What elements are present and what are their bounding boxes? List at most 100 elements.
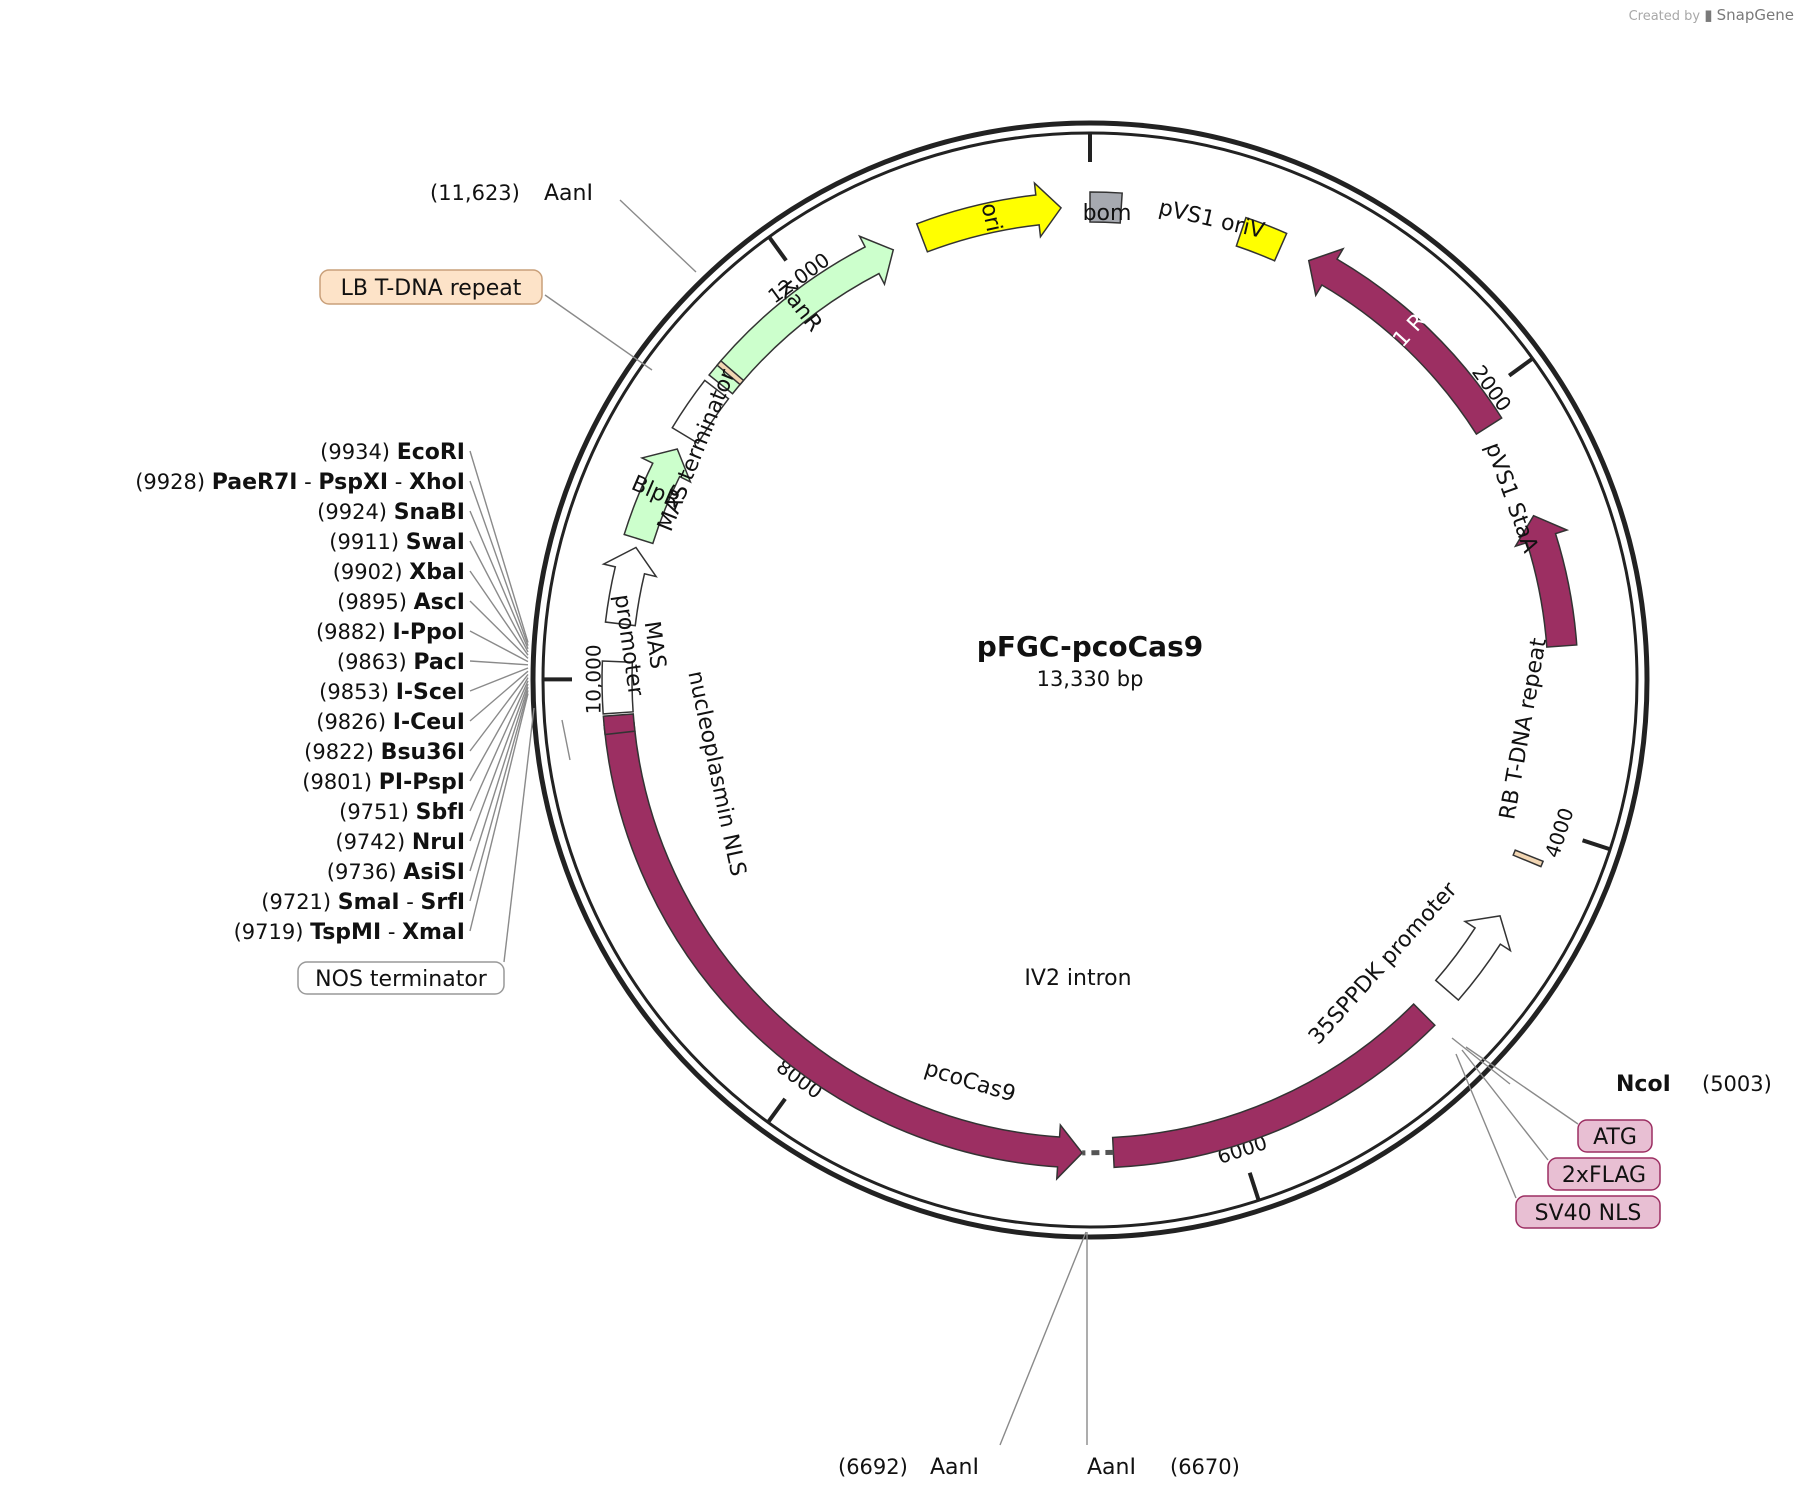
site-aani-bottom-2: AanI (6670) xyxy=(1087,1455,1240,1480)
credit-prefix: Created by xyxy=(1628,9,1701,24)
site-name: PspXI xyxy=(318,470,388,495)
site-name: XmaI xyxy=(402,920,465,945)
tick-4000 xyxy=(1581,838,1610,851)
label-35sppdk-promoter: 35SPPDK promoter xyxy=(1304,877,1463,1050)
site-aani-top: (11,623) AanI xyxy=(430,181,593,206)
site-leader xyxy=(469,480,529,646)
site-name: PacI xyxy=(413,650,465,675)
backbone xyxy=(530,120,1650,1240)
site-leader xyxy=(469,677,529,782)
site-pos: (9928) xyxy=(135,470,212,494)
site-label: (9801) PI-PspI xyxy=(302,770,465,795)
feature-lb-t-dna-repeat xyxy=(716,359,745,386)
label-iv2-intron: IV2 intron xyxy=(1024,966,1131,991)
feature-iv2-intron xyxy=(1082,1149,1114,1156)
site-pos: (9902) xyxy=(333,560,410,584)
site-leader xyxy=(469,510,529,650)
site-leader xyxy=(469,540,529,653)
site-paer7i-pspxi-xhoi: (9928) PaeR7I - PspXI - XhoI xyxy=(135,470,529,646)
site-leader xyxy=(469,667,529,692)
site-label: (9928) PaeR7I - PspXI - XhoI xyxy=(135,470,465,495)
plasmid-name: pFGC-pcoCas9 xyxy=(977,630,1203,663)
credit-brand: SnapGene xyxy=(1716,6,1794,24)
site-label: (9924) SnaBI xyxy=(317,500,465,525)
feature-mas-promoter xyxy=(601,546,658,627)
site-pos: (9882) xyxy=(316,620,393,644)
lb-tdna-label: LB T-DNA repeat xyxy=(341,276,522,301)
site-leader xyxy=(469,673,529,752)
site-pos: (9721) xyxy=(261,890,338,914)
inner-ring xyxy=(541,131,1639,1229)
site-name: PI-PspI xyxy=(379,770,465,795)
site-asci: (9895) AscI xyxy=(337,590,529,659)
site-label: (9742) NruI xyxy=(335,830,465,855)
feature-ori-label: ori xyxy=(976,201,1006,234)
label-pvs1-staa: pVS1 StaA xyxy=(1480,439,1543,556)
site-leader xyxy=(469,683,529,842)
site-label: (9736) AsiSI xyxy=(327,860,465,885)
site-leader xyxy=(469,686,529,872)
site-name: PaeR7I xyxy=(212,470,298,495)
feature-bom xyxy=(1089,191,1123,224)
site-name: EcoRI xyxy=(397,440,465,465)
site-ecori: (9934) EcoRI xyxy=(320,440,529,643)
nos-terminator-box: NOS terminator xyxy=(297,961,505,995)
site-sbfi: (9751) SbfI xyxy=(339,680,529,825)
feature-nos-terminator xyxy=(601,660,634,715)
feature-pvs1-repa xyxy=(1307,247,1503,436)
sv40-nls-label: SV40 NLS xyxy=(1535,1201,1642,1226)
site-leader xyxy=(469,600,529,659)
site-name: TspMI xyxy=(310,920,381,945)
site-aani-b2-pos: (6670) xyxy=(1170,1455,1240,1479)
site-aani-top-name: AanI xyxy=(544,181,593,206)
feature-rb-t-dna-repeat xyxy=(1512,849,1545,868)
site-pos: (9863) xyxy=(337,650,414,674)
label-rb-tdna: RB T-DNA repeat xyxy=(1495,636,1552,822)
site-name: XhoI xyxy=(409,470,465,495)
flag-box: 2xFLAG xyxy=(1547,1157,1661,1191)
site-name: SrfI xyxy=(421,890,465,915)
site-leader xyxy=(469,570,529,656)
site-label: (9721) SmaI - SrfI xyxy=(261,890,465,915)
feature-pcocas9-part-1 xyxy=(1111,1002,1436,1169)
site-smai-srfi: (9721) SmaI - SrfI xyxy=(261,690,529,915)
label-nucleoplasmin-nls: nucleoplasmin NLS xyxy=(682,669,750,879)
site-i-ceui: (9826) I-CeuI xyxy=(316,670,529,735)
site-swai: (9911) SwaI xyxy=(329,530,529,653)
site-pos: (9801) xyxy=(302,770,379,794)
feature-35sppdk-promoter xyxy=(1434,915,1512,1002)
site-aani-b2-name: AanI xyxy=(1087,1455,1136,1480)
feature-pvs1-oriv xyxy=(1235,216,1288,262)
outer-ring xyxy=(530,120,1650,1240)
site-name: SwaI xyxy=(406,530,465,555)
site-leader xyxy=(469,690,529,902)
snapgene-logo-icon: ▮ xyxy=(1704,6,1713,24)
plasmid-length: 13,330 bp xyxy=(1037,667,1144,691)
site-name: AscI xyxy=(414,590,465,615)
feature-pvs1-staa xyxy=(1513,514,1578,648)
tick-2000 xyxy=(1507,357,1533,378)
site-leader xyxy=(469,670,529,722)
site-leader xyxy=(469,630,529,663)
atg-label: ATG xyxy=(1593,1125,1637,1150)
site-nrui: (9742) NruI xyxy=(335,683,529,855)
site-leader xyxy=(469,680,529,812)
site-name: Bsu36I xyxy=(381,740,465,765)
site-pos: (9895) xyxy=(337,590,414,614)
site-aani-b1-name: AanI xyxy=(930,1455,979,1480)
lb-tdna-box: LB T-DNA repeat xyxy=(319,269,543,305)
site-pos: (9751) xyxy=(339,800,416,824)
site-pos: (9822) xyxy=(304,740,381,764)
site-label: (9719) TspMI - XmaI xyxy=(234,920,465,945)
site-label: (9934) EcoRI xyxy=(320,440,465,465)
site-pos: (9853) xyxy=(319,680,396,704)
site-leader xyxy=(469,693,529,932)
tick-8000 xyxy=(767,1097,787,1123)
site-label: (9822) Bsu36I xyxy=(304,740,465,765)
site-label: (9911) SwaI xyxy=(329,530,465,555)
site-name: I-CeuI xyxy=(393,710,465,735)
site-ncoi-name: NcoI xyxy=(1616,1072,1671,1097)
tick-6000 xyxy=(1247,1172,1261,1201)
site-xbai: (9902) XbaI xyxy=(333,560,529,656)
tick-label-4000: 4000 xyxy=(1540,805,1579,861)
